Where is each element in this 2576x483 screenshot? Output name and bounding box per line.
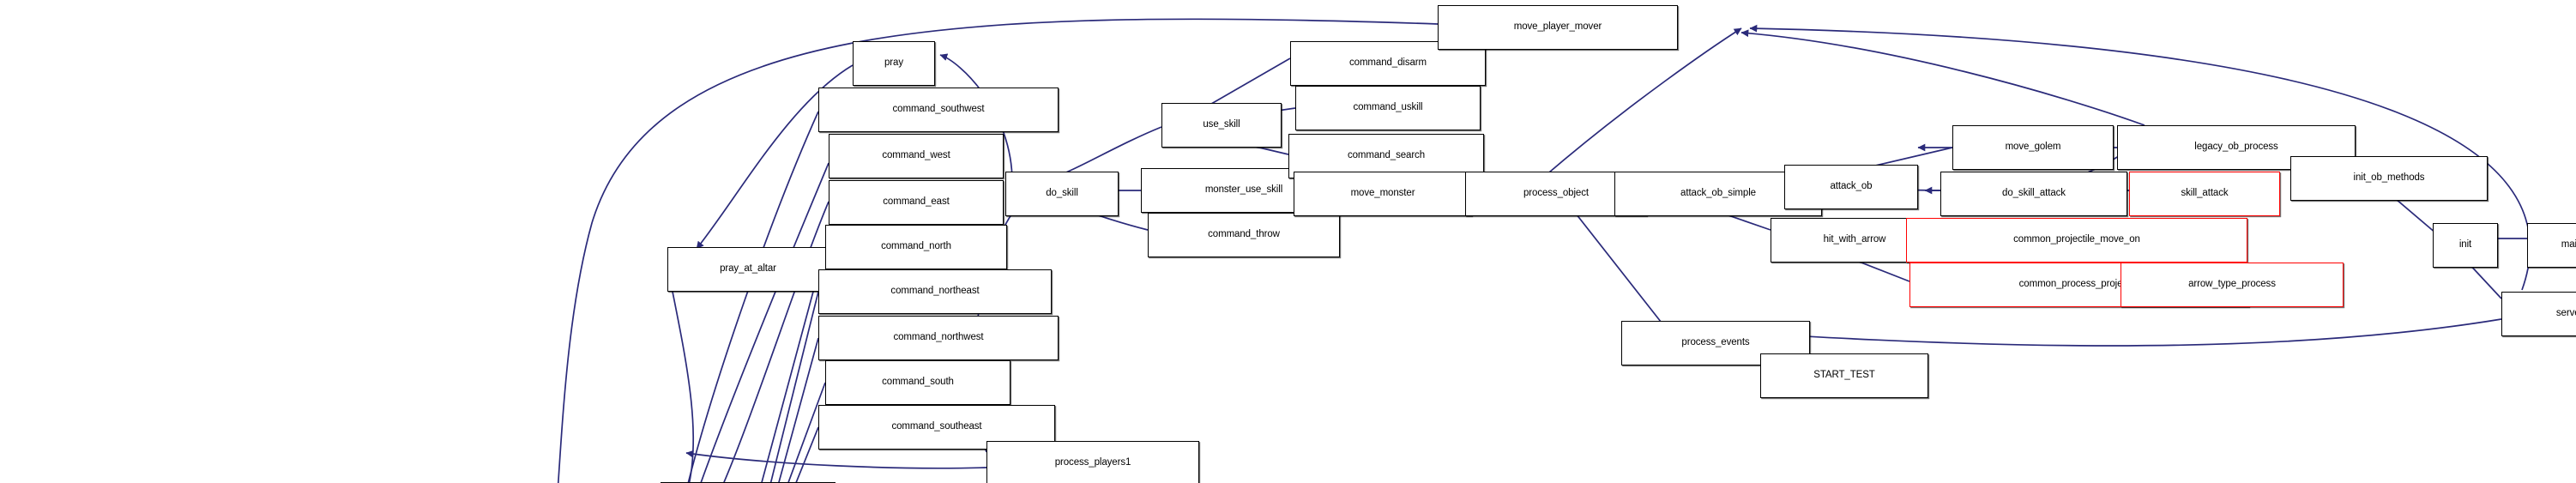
graph-node-label: process_players1: [1054, 457, 1131, 468]
graph-node-do_skill[interactable]: do_skill: [1005, 172, 1119, 216]
graph-node-use_skill[interactable]: use_skill: [1161, 103, 1282, 148]
graph-node-label: pray_at_altar: [720, 263, 776, 275]
graph-node-label: skill_attack: [2181, 188, 2229, 199]
graph-node-pray[interactable]: pray: [853, 41, 935, 86]
graph-node-label: move_monster: [1350, 188, 1415, 199]
graph-node-label: command_southwest: [892, 104, 985, 115]
graph-node-main_init[interactable]: main: [2527, 223, 2576, 268]
graph-node-command_southwest[interactable]: command_southwest: [818, 88, 1059, 132]
graph-node-arrow_type_process[interactable]: arrow_type_process: [2121, 263, 2344, 307]
graph-node-label: move_golem: [2005, 142, 2061, 153]
graph-node-label: command_search: [1347, 150, 1425, 161]
graph-node-label: init: [2458, 239, 2472, 251]
graph-node-label: common_projectile_move_on: [2013, 234, 2140, 245]
graph-node-command_uskill[interactable]: command_uskill: [1295, 86, 1481, 130]
graph-node-label: legacy_ob_process: [2194, 142, 2278, 153]
graph-node-label: common_process_projectile: [2018, 279, 2140, 290]
graph-node-label: process_object: [1523, 188, 1589, 199]
graph-node-label: attack_ob_simple: [1680, 188, 1756, 199]
graph-node-do_skill_attack[interactable]: do_skill_attack: [1940, 172, 2127, 216]
graph-node-label: server_main: [2555, 308, 2576, 319]
graph-node-attack_ob[interactable]: attack_ob: [1784, 165, 1918, 209]
graph-node-label: command_east: [883, 196, 950, 208]
graph-node-label: init_ob_methods: [2353, 172, 2425, 184]
graph-node-label: main: [2561, 239, 2576, 251]
graph-node-move_player_mover[interactable]: move_player_mover: [1438, 5, 1678, 50]
graph-node-command_search[interactable]: command_search: [1288, 134, 1484, 178]
graph-node-label: command_uskill: [1353, 102, 1423, 113]
graph-node-label: process_events: [1681, 337, 1750, 348]
graph-node-command_throw[interactable]: command_throw: [1148, 213, 1340, 257]
graph-node-server_main[interactable]: server_main: [2501, 292, 2576, 336]
graph-node-command_northwest[interactable]: command_northwest: [818, 316, 1059, 360]
graph-node-label: hit_with_arrow: [1823, 234, 1886, 245]
graph-node-label: monster_use_skill: [1204, 184, 1283, 196]
graph-node-command_east[interactable]: command_east: [829, 180, 1004, 225]
graph-node-label: command_disarm: [1349, 57, 1427, 69]
graph-node-process_events[interactable]: process_events: [1621, 321, 1810, 365]
graph-node-label: attack_ob: [1830, 181, 1873, 192]
graph-node-move_monster[interactable]: move_monster: [1294, 172, 1472, 216]
graph-node-move_golem[interactable]: move_golem: [1952, 125, 2114, 170]
graph-node-init[interactable]: init: [2433, 223, 2498, 268]
graph-node-label: START_TEST: [1813, 370, 1875, 381]
graph-node-process_players1[interactable]: process_players1: [986, 441, 1199, 483]
graph-node-init_ob_methods[interactable]: init_ob_methods: [2290, 156, 2488, 201]
graph-node-label: do_skill_attack: [2002, 188, 2066, 199]
graph-node-label: move_player_mover: [1513, 21, 1602, 33]
graph-node-common_projectile_move_on[interactable]: common_projectile_move_on: [1906, 218, 2247, 263]
graph-node-START_TEST[interactable]: START_TEST: [1760, 353, 1928, 398]
graph-node-label: command_south: [882, 377, 954, 388]
graph-node-label: command_throw: [1208, 229, 1280, 240]
graph-node-command_northeast[interactable]: command_northeast: [818, 269, 1052, 314]
graph-node-label: use_skill: [1203, 119, 1240, 130]
graph-node-pray_at_altar[interactable]: pray_at_altar: [667, 247, 829, 292]
graph-node-label: command_northeast: [890, 286, 980, 297]
graph-node-label: command_west: [882, 150, 950, 161]
graph-node-command_north[interactable]: command_north: [825, 225, 1007, 269]
graph-node-label: pray: [884, 57, 903, 69]
graph-node-label: command_north: [881, 241, 951, 252]
graph-node-label: do_skill: [1046, 188, 1078, 199]
graph-node-skill_attack[interactable]: skill_attack: [2129, 172, 2280, 216]
graph-node-label: command_northwest: [893, 332, 984, 343]
graph-node-label: command_southeast: [891, 421, 982, 432]
graph-node-command_west[interactable]: command_west: [829, 134, 1004, 178]
graph-node-label: arrow_type_process: [2188, 279, 2276, 290]
graph-node-command_south[interactable]: command_south: [825, 360, 1010, 405]
